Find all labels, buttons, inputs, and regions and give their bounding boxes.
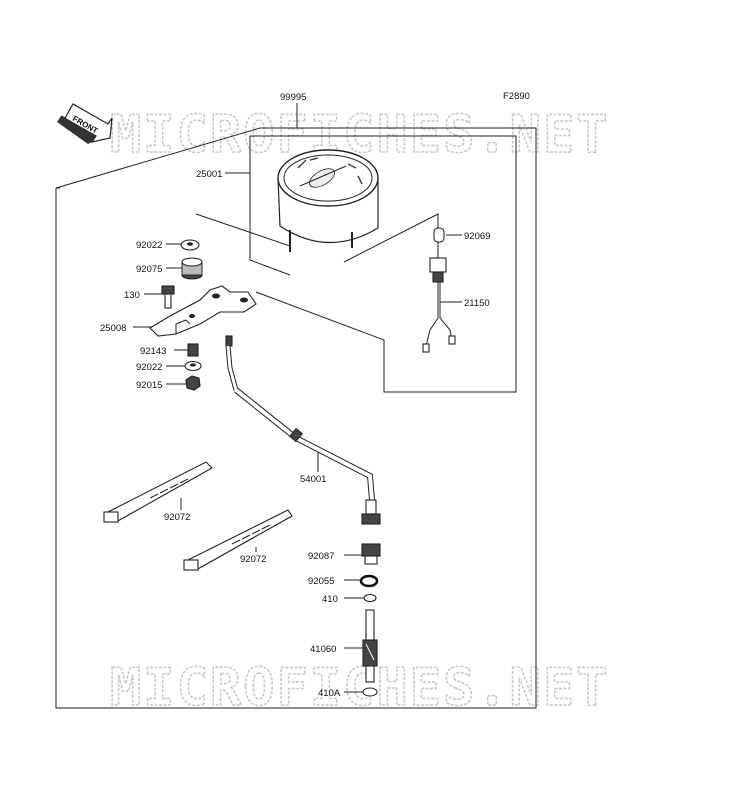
bracket-part xyxy=(149,285,257,337)
callout-410: 410 xyxy=(322,594,338,605)
washer-part-upper xyxy=(180,239,200,251)
washer-410a-part xyxy=(362,687,378,697)
socket-harness-part xyxy=(422,257,456,353)
callout-25008: 25008 xyxy=(100,323,126,334)
figure-code: F2890 xyxy=(503,91,530,102)
band-part-right xyxy=(183,509,293,571)
watermark-bottom: MICROFICHES.NET xyxy=(110,658,610,718)
assembly-outline xyxy=(55,127,537,709)
bolt-part xyxy=(161,285,175,309)
callout-92069: 92069 xyxy=(464,231,490,242)
collar-part xyxy=(187,343,199,357)
damper-part xyxy=(181,257,203,280)
callout-92022-upper: 92022 xyxy=(136,240,162,251)
callout-410a: 410A xyxy=(318,688,341,699)
callout-54001: 54001 xyxy=(300,474,326,485)
washer-410-part xyxy=(363,593,377,603)
callout-21150: 21150 xyxy=(464,298,490,309)
leader-lines xyxy=(133,103,462,693)
joint-part xyxy=(361,543,381,565)
callout-92072-right: 92072 xyxy=(240,554,266,565)
bulb-part xyxy=(433,227,445,243)
callout-41060: 41060 xyxy=(310,644,336,655)
callout-92087: 92087 xyxy=(308,551,334,562)
meter-group-outline xyxy=(195,135,517,393)
callout-92072-left: 92072 xyxy=(164,512,190,523)
callout-92143: 92143 xyxy=(140,346,166,357)
o-ring-part xyxy=(359,574,379,588)
callout-130: 130 xyxy=(124,290,140,301)
washer-part-lower xyxy=(184,360,202,372)
nut-part xyxy=(185,375,201,391)
callout-25001: 25001 xyxy=(196,169,222,180)
pinion-part xyxy=(362,609,378,683)
speedometer-cable-part xyxy=(225,335,381,525)
front-arrow-icon: FRONT xyxy=(57,103,113,144)
callout-92075: 92075 xyxy=(136,264,162,275)
band-part-left xyxy=(103,461,213,523)
speedometer-part xyxy=(277,149,379,252)
callout-92055: 92055 xyxy=(308,576,334,587)
callout-92015: 92015 xyxy=(136,380,162,391)
callout-99995: 99995 xyxy=(280,92,306,103)
callout-92022-lower: 92022 xyxy=(136,362,162,373)
